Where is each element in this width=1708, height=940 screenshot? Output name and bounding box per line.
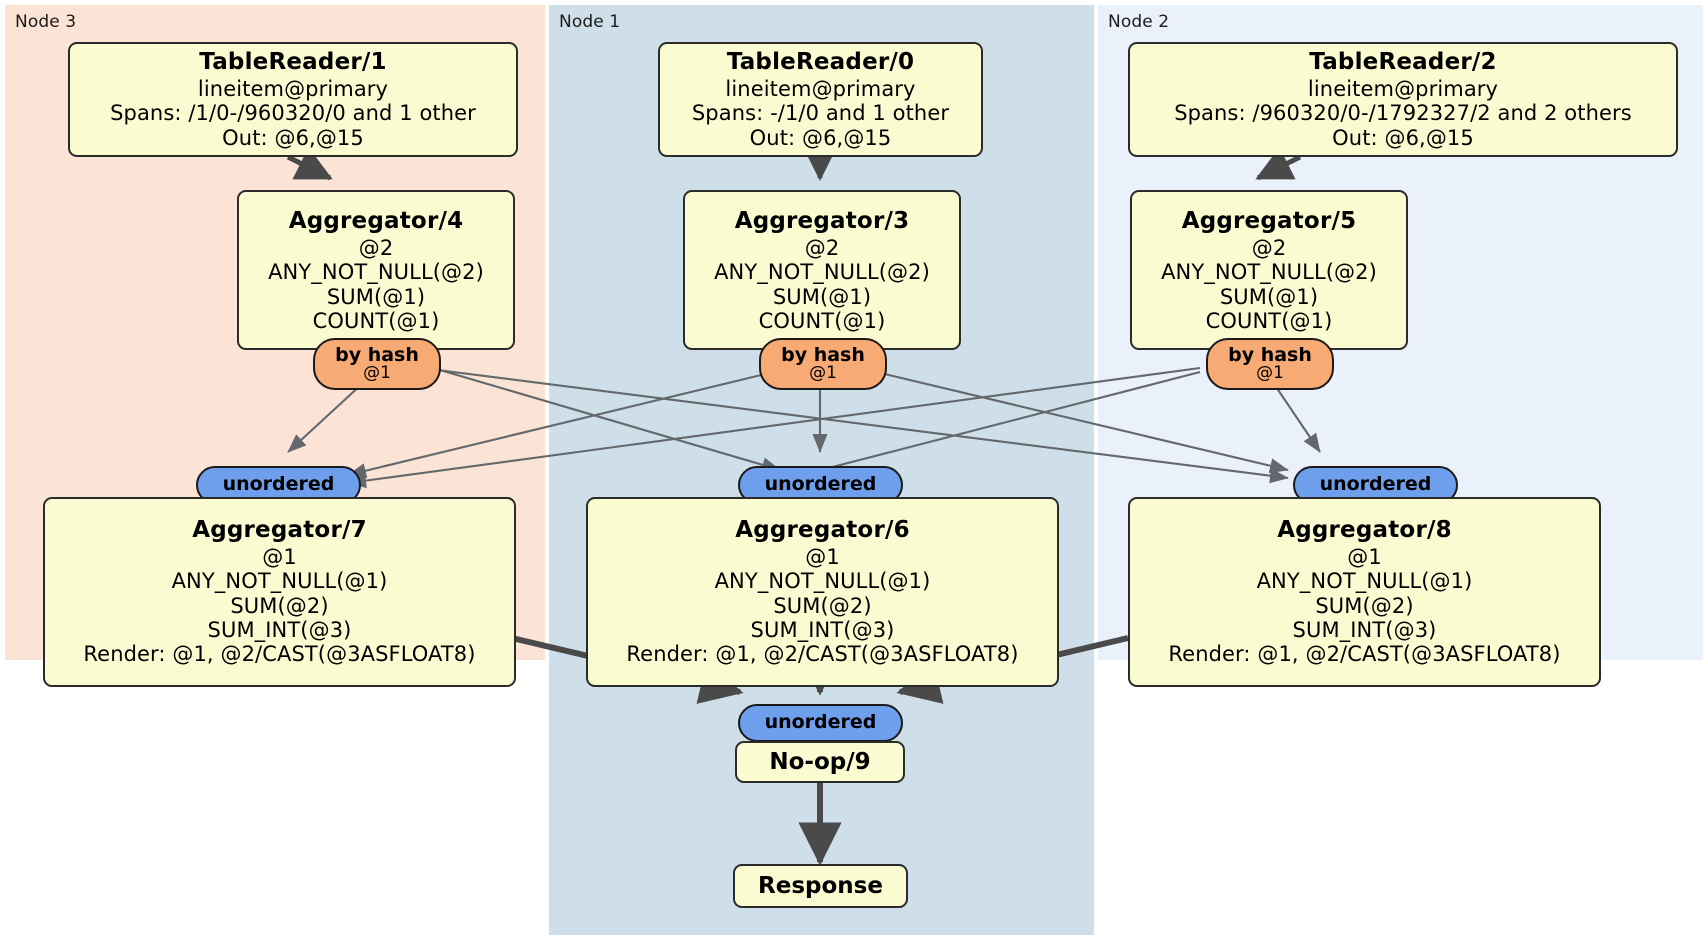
processor-detail-line: @1 bbox=[262, 544, 297, 569]
processor-title: TableReader/1 bbox=[199, 49, 387, 76]
edge-reader-to-aggregator-group bbox=[286, 145, 1302, 182]
processor-detail-line: @1 bbox=[1347, 544, 1382, 569]
router-detail: @1 bbox=[809, 362, 837, 383]
processor-detail-line: Out: @6,@15 bbox=[749, 125, 892, 150]
router-label: unordered bbox=[764, 711, 877, 734]
processor-title: Aggregator/6 bbox=[735, 517, 910, 544]
processor-detail-line: Spans: /960320/0-/1792327/2 and 2 others bbox=[1174, 101, 1632, 126]
router-label: unordered bbox=[764, 473, 877, 496]
processor-detail-line: COUNT(@1) bbox=[758, 309, 886, 334]
processor-title: TableReader/0 bbox=[726, 49, 915, 76]
processor-title: No-op/9 bbox=[769, 749, 871, 775]
processor-detail-line: SUM(@1) bbox=[772, 284, 872, 309]
router-detail: @1 bbox=[363, 362, 391, 383]
processor-detail-line: SUM_INT(@3) bbox=[207, 618, 352, 643]
router-unordered-final[interactable]: unordered bbox=[738, 704, 903, 742]
processor-detail-line: SUM(@1) bbox=[326, 284, 426, 309]
edge-hash-center-to-unordered-left bbox=[347, 366, 791, 479]
processor-response[interactable]: Response bbox=[733, 864, 908, 908]
processor-detail-line: @2 bbox=[1251, 236, 1287, 261]
edge-tablereader1-aggregator4 bbox=[286, 147, 333, 181]
processor-tablereader-0[interactable]: TableReader/0 lineitem@primary Spans: -/… bbox=[658, 42, 983, 157]
processor-aggregator-7[interactable]: Aggregator/7 @1 ANY_NOT_NULL(@1) SUM(@2)… bbox=[43, 497, 516, 687]
processor-render-line: Render: @1, @2/CAST(@3ASFLOAT8) bbox=[1168, 642, 1561, 667]
router-label: by hash bbox=[781, 343, 865, 366]
edge-hash-left-to-unordered-right bbox=[405, 364, 1289, 484]
router-label: unordered bbox=[222, 473, 335, 496]
processor-render-line: Render: @1, @2/CAST(@3ASFLOAT8) bbox=[83, 642, 476, 667]
edge-hash-right-to-unordered-center bbox=[789, 370, 1201, 481]
edge-hash-shuffle-group bbox=[287, 358, 1321, 489]
node-label-node1: Node 1 bbox=[559, 12, 621, 32]
router-detail: @1 bbox=[1256, 362, 1284, 383]
processor-title: Response bbox=[758, 873, 883, 899]
edge-tablereader2-aggregator5 bbox=[1255, 147, 1302, 181]
processor-detail-line: lineitem@primary bbox=[1307, 76, 1499, 101]
edge-hash-center-to-unordered-right bbox=[850, 364, 1289, 474]
processor-title: Aggregator/4 bbox=[288, 208, 464, 235]
processor-detail-line: SUM(@2) bbox=[1315, 593, 1414, 618]
processor-detail-line: SUM_INT(@3) bbox=[750, 618, 895, 643]
processor-title: Aggregator/3 bbox=[734, 208, 910, 235]
processor-noop-9[interactable]: No-op/9 bbox=[735, 741, 905, 783]
processor-title: Aggregator/7 bbox=[192, 517, 367, 544]
node-label-node3: Node 3 bbox=[15, 12, 77, 32]
processor-title: TableReader/2 bbox=[1309, 49, 1497, 76]
processor-detail-line: @2 bbox=[358, 236, 394, 261]
edge-hash-right-to-unordered-left bbox=[347, 366, 1201, 489]
processor-aggregator-8[interactable]: Aggregator/8 @1 ANY_NOT_NULL(@1) SUM(@2)… bbox=[1128, 497, 1601, 687]
router-by-hash-center[interactable]: by hash @1 bbox=[759, 338, 887, 390]
router-by-hash-left[interactable]: by hash @1 bbox=[313, 338, 441, 390]
processor-detail-line: @2 bbox=[804, 236, 840, 261]
processor-detail-line: ANY_NOT_NULL(@1) bbox=[171, 569, 388, 594]
processor-aggregator-5[interactable]: Aggregator/5 @2 ANY_NOT_NULL(@2) SUM(@1)… bbox=[1130, 190, 1408, 350]
router-label: by hash bbox=[335, 343, 419, 366]
node-label-node2: Node 2 bbox=[1108, 12, 1170, 32]
processor-detail-line: ANY_NOT_NULL(@2) bbox=[714, 260, 930, 285]
router-by-hash-right[interactable]: by hash @1 bbox=[1206, 338, 1334, 390]
processor-render-line: Render: @1, @2/CAST(@3ASFLOAT8) bbox=[626, 642, 1019, 667]
processor-aggregator-3[interactable]: Aggregator/3 @2 ANY_NOT_NULL(@2) SUM(@1)… bbox=[683, 190, 961, 350]
processor-detail-line: Out: @6,@15 bbox=[1332, 125, 1474, 150]
processor-detail-line: ANY_NOT_NULL(@1) bbox=[714, 569, 931, 594]
processor-detail-line: Spans: /1/0-/960320/0 and 1 other bbox=[110, 101, 476, 126]
processor-detail-line: SUM(@2) bbox=[773, 593, 872, 618]
processor-aggregator-4[interactable]: Aggregator/4 @2 ANY_NOT_NULL(@2) SUM(@1)… bbox=[237, 190, 515, 350]
processor-detail-line: COUNT(@1) bbox=[1205, 309, 1333, 334]
processor-detail-line: SUM(@1) bbox=[1219, 284, 1319, 309]
processor-detail-line: ANY_NOT_NULL(@2) bbox=[1161, 260, 1377, 285]
processor-tablereader-1[interactable]: TableReader/1 lineitem@primary Spans: /1… bbox=[68, 42, 518, 157]
processor-detail-line: COUNT(@1) bbox=[312, 309, 440, 334]
processor-detail-line: Out: @6,@15 bbox=[222, 125, 364, 150]
processor-detail-line: ANY_NOT_NULL(@1) bbox=[1256, 569, 1473, 594]
processor-detail-line: lineitem@primary bbox=[197, 76, 389, 101]
processor-detail-line: ANY_NOT_NULL(@2) bbox=[268, 260, 484, 285]
processor-aggregator-6[interactable]: Aggregator/6 @1 ANY_NOT_NULL(@1) SUM(@2)… bbox=[586, 497, 1059, 687]
processor-tablereader-2[interactable]: TableReader/2 lineitem@primary Spans: /9… bbox=[1128, 42, 1678, 157]
processor-detail-line: lineitem@primary bbox=[725, 76, 916, 101]
processor-title: Aggregator/5 bbox=[1181, 208, 1357, 235]
processor-detail-line: @1 bbox=[805, 544, 840, 569]
processor-detail-line: Spans: -/1/0 and 1 other bbox=[691, 101, 950, 126]
processor-detail-line: SUM(@2) bbox=[230, 593, 329, 618]
processor-title: Aggregator/8 bbox=[1277, 517, 1452, 544]
router-label: by hash bbox=[1228, 343, 1312, 366]
router-label: unordered bbox=[1319, 473, 1432, 496]
processor-detail-line: SUM_INT(@3) bbox=[1292, 618, 1437, 643]
